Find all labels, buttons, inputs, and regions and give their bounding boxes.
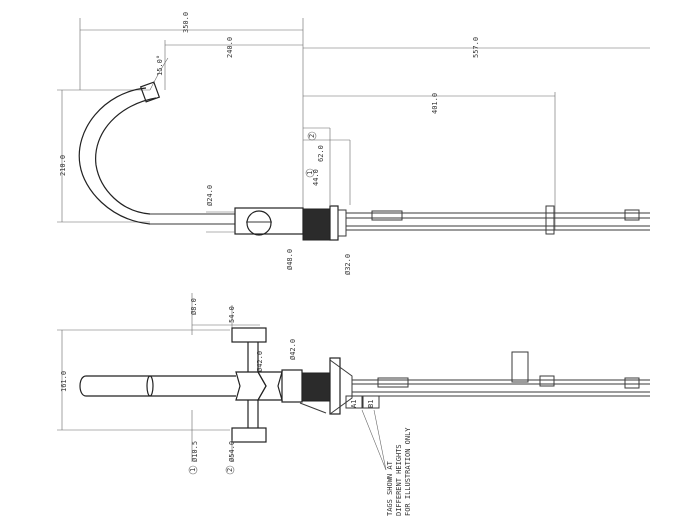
dim-240-label: 240.0 [226, 37, 234, 58]
dim-62-label: 62.0 [317, 145, 325, 162]
dim-557-label: 557.0 [472, 37, 480, 58]
dim-24-label: Ø24.0 [206, 185, 214, 206]
spout [78, 81, 235, 225]
handle-plan: Ø42.0 Ø42.0 [231, 327, 303, 443]
dim-240: 240.0 [164, 37, 303, 90]
dim-210: 210.0 [57, 89, 150, 223]
dim-42-right-label: Ø42.0 [289, 339, 297, 360]
dim-350-label: 350.0 [182, 12, 190, 33]
dim-48-label: Ø48.0 [286, 249, 294, 270]
top-view: 350.0 240.0 557.0 15.0° 401.0 [57, 12, 650, 275]
dim-54-top-label: 54.0 [228, 306, 236, 323]
dim-401-label: 401.0 [431, 93, 439, 114]
dim-161: 161.0 [57, 329, 230, 431]
dim-557: 557.0 [303, 37, 650, 58]
hoses-plan [352, 351, 650, 397]
bottom-view: Ø8.0 54.0 161.0 Ø42.0 Ø42.0 [57, 293, 650, 516]
dim-62-44: 2 62.0 1 44.0 [303, 127, 351, 205]
supply-hoses [346, 205, 650, 235]
dim-8-54: Ø8.0 54.0 [190, 293, 260, 335]
dim-350: 350.0 [79, 12, 304, 215]
dim-32-label: Ø32.0 [344, 254, 352, 275]
tap-body: Ø24.0 Ø48.0 [206, 185, 304, 270]
note-line3: FOR ILLUSTRATION ONLY [404, 427, 412, 516]
dim-44-label: 44.0 [312, 169, 320, 186]
dim-angle: 15.0° [149, 55, 169, 91]
tag-b1: B1 [367, 400, 375, 408]
dim-10-54: Ø10.5 1 Ø54.0 2 [188, 410, 236, 475]
threaded-shank: Ø32.0 [302, 205, 352, 275]
tag-a1: A1 [350, 400, 358, 408]
shank-plan [299, 357, 353, 415]
note-line2: DIFFERENT HEIGHTS [395, 444, 403, 516]
note: TAGS SHOWN AT DIFFERENT HEIGHTS FOR ILLU… [386, 427, 412, 516]
note-line1: TAGS SHOWN AT [386, 460, 394, 516]
dim-8-label: Ø8.0 [190, 298, 198, 315]
dim-54-bottom-label: Ø54.0 [228, 441, 236, 462]
tag1-top-label: 1 [306, 171, 314, 175]
dim-161-label: 161.0 [60, 371, 68, 392]
tag2-top-label: 2 [308, 134, 316, 138]
tag1-bottom-label: 1 [189, 468, 197, 472]
dim-401: 401.0 [303, 92, 556, 230]
dim-210-label: 210.0 [59, 155, 67, 176]
dim-10-5-label: Ø10.5 [191, 441, 199, 462]
spout-plan [79, 375, 236, 397]
dim-angle-label: 15.0° [156, 55, 164, 76]
dim-42-left-label: Ø42.0 [256, 351, 264, 372]
tag2-bottom-label: 2 [226, 468, 234, 472]
tags: A1 B1 [345, 395, 387, 471]
